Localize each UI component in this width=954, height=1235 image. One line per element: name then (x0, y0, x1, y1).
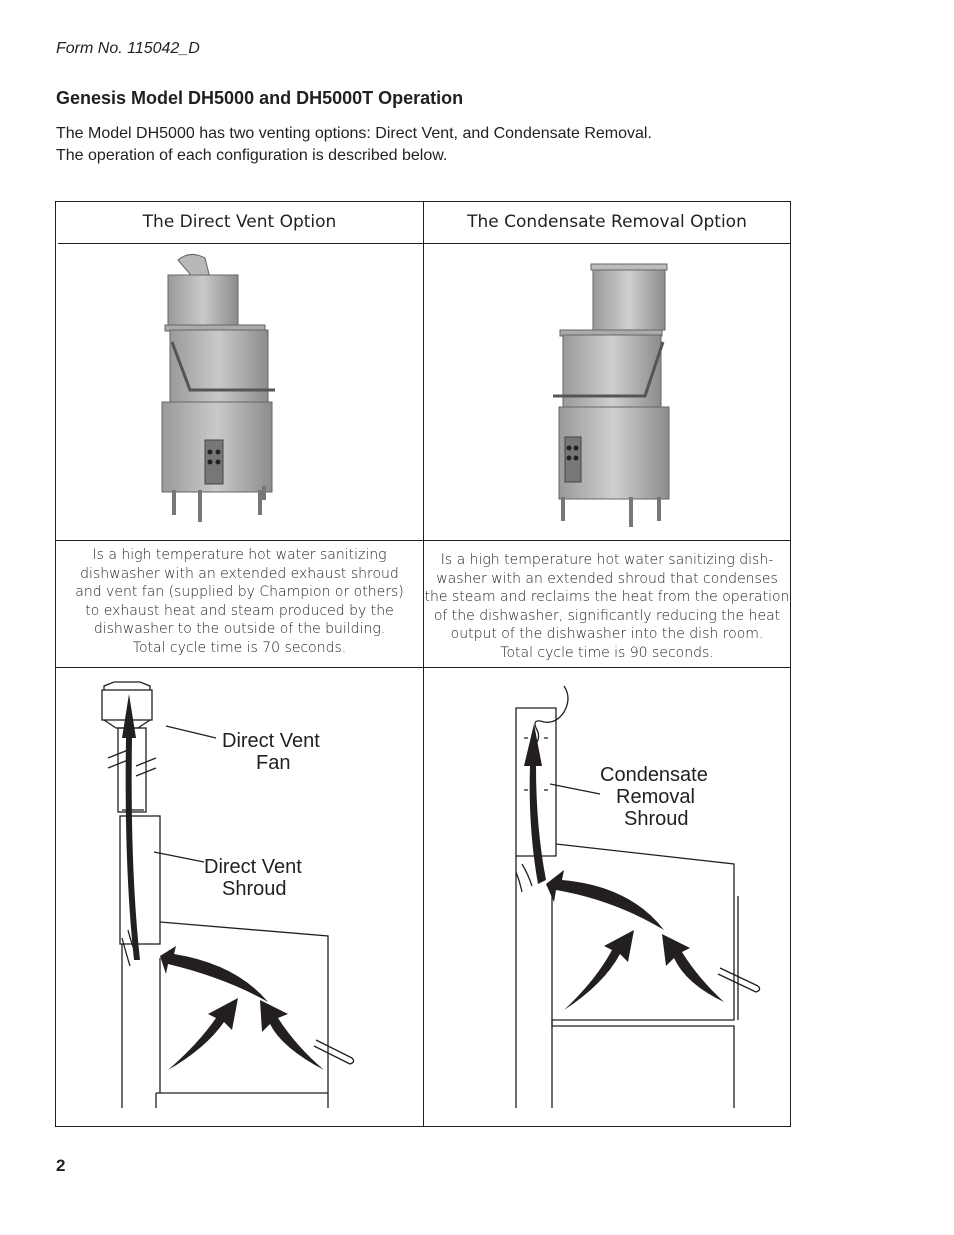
condensate-label-line2: Removal (616, 786, 695, 808)
description-line: dishwasher with an extended exhaust shro… (80, 565, 399, 582)
direct-vent-airflow-diagram: Direct Vent Fan Direct Vent Shroud (101, 681, 355, 1108)
condensate-label-line1: Condensate (600, 764, 708, 786)
condensate-description: Is a high temperature hot water sanitizi… (424, 551, 790, 663)
direct-vent-heading: The Direct Vent Option (142, 212, 337, 232)
description-line: Total cycle time is 70 seconds. (132, 639, 347, 656)
table-divider (58, 243, 790, 244)
form-number: Form No. 115042_D (56, 40, 200, 57)
direct-vent-description: Is a high temperature hot water sanitizi… (56, 546, 423, 658)
intro-text: The Model DH5000 has two venting options… (56, 123, 652, 167)
description-line: and vent fan (supplied by Champion or ot… (75, 584, 404, 601)
direct-vent-fan-label-line1: Direct Vent (222, 730, 320, 752)
direct-vent-shroud-label-line1: Direct Vent (204, 856, 302, 878)
description-line: to exhaust heat and steam produced by th… (85, 602, 394, 619)
description-line: output of the dishwasher into the dish r… (450, 626, 764, 643)
table-column-divider (423, 202, 424, 1126)
intro-line-1: The Model DH5000 has two venting options… (56, 125, 652, 142)
direct-vent-fan-label-line2: Fan (256, 752, 290, 774)
description-line: Is a high temperature hot water sanitizi… (440, 552, 774, 568)
description-line: the steam and reclaims the heat from the… (424, 589, 790, 606)
description-line: washer with an extended shroud that cond… (436, 570, 778, 587)
direct-vent-shroud-label-line2: Shroud (222, 878, 287, 900)
direct-vent-dishwasher-image (161, 254, 275, 522)
page-title: Genesis Model DH5000 and DH5000T Operati… (56, 88, 464, 108)
page-number: 2 (56, 1156, 66, 1175)
intro-line-2: The operation of each configuration is d… (56, 147, 448, 164)
condensate-heading: The Condensate Removal Option (467, 212, 747, 232)
condensate-airflow-diagram: Condensate Removal Shroud (515, 685, 761, 1108)
condensate-label-line3: Shroud (624, 808, 689, 830)
options-table (55, 201, 791, 1127)
description-line: Is a high temperature hot water sanitizi… (92, 547, 387, 563)
description-line: Total cycle time is 90 seconds. (500, 644, 714, 661)
description-line: dishwasher to the outside of the buildin… (93, 621, 386, 638)
description-line: of the dishwasher, significantly reducin… (433, 607, 781, 624)
condensate-dishwasher-image (553, 263, 670, 527)
